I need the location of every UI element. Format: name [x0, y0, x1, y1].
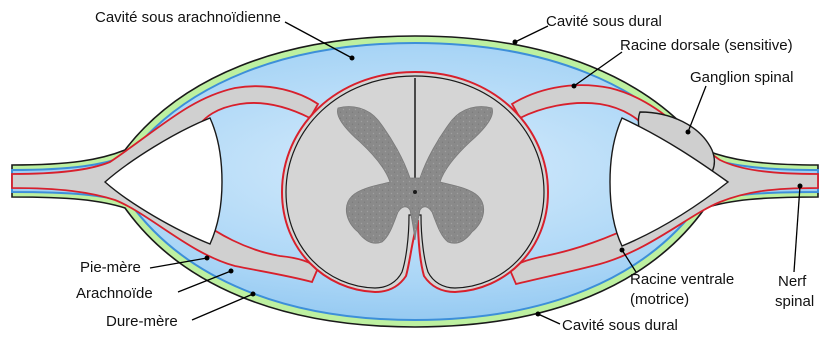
svg-text:Arachnoïde: Arachnoïde	[76, 285, 153, 302]
svg-text:Dure-mère: Dure-mère	[106, 313, 178, 330]
svg-text:Ganglion spinal: Ganglion spinal	[690, 69, 793, 86]
svg-text:Pie-mère: Pie-mère	[80, 259, 141, 276]
svg-text:(motrice): (motrice)	[630, 291, 689, 308]
svg-text:Nerf: Nerf	[778, 273, 807, 290]
svg-text:Racine dorsale (sensitive): Racine dorsale (sensitive)	[620, 37, 793, 54]
svg-text:Cavité sous dural: Cavité sous dural	[562, 317, 678, 334]
label-ganglion-spinal: Ganglion spinal	[686, 69, 794, 135]
svg-text:spinal: spinal	[775, 293, 814, 310]
central-canal	[413, 190, 417, 194]
svg-text:Cavité sous dural: Cavité sous dural	[546, 13, 662, 30]
label-nerf-spinal: Nerf spinal	[775, 184, 814, 311]
label-cavite-sous-dural-bottom: Cavité sous dural	[536, 312, 678, 335]
svg-text:Cavité sous arachnoïdienne: Cavité sous arachnoïdienne	[95, 9, 281, 26]
svg-text:Racine ventrale: Racine ventrale	[630, 271, 734, 288]
